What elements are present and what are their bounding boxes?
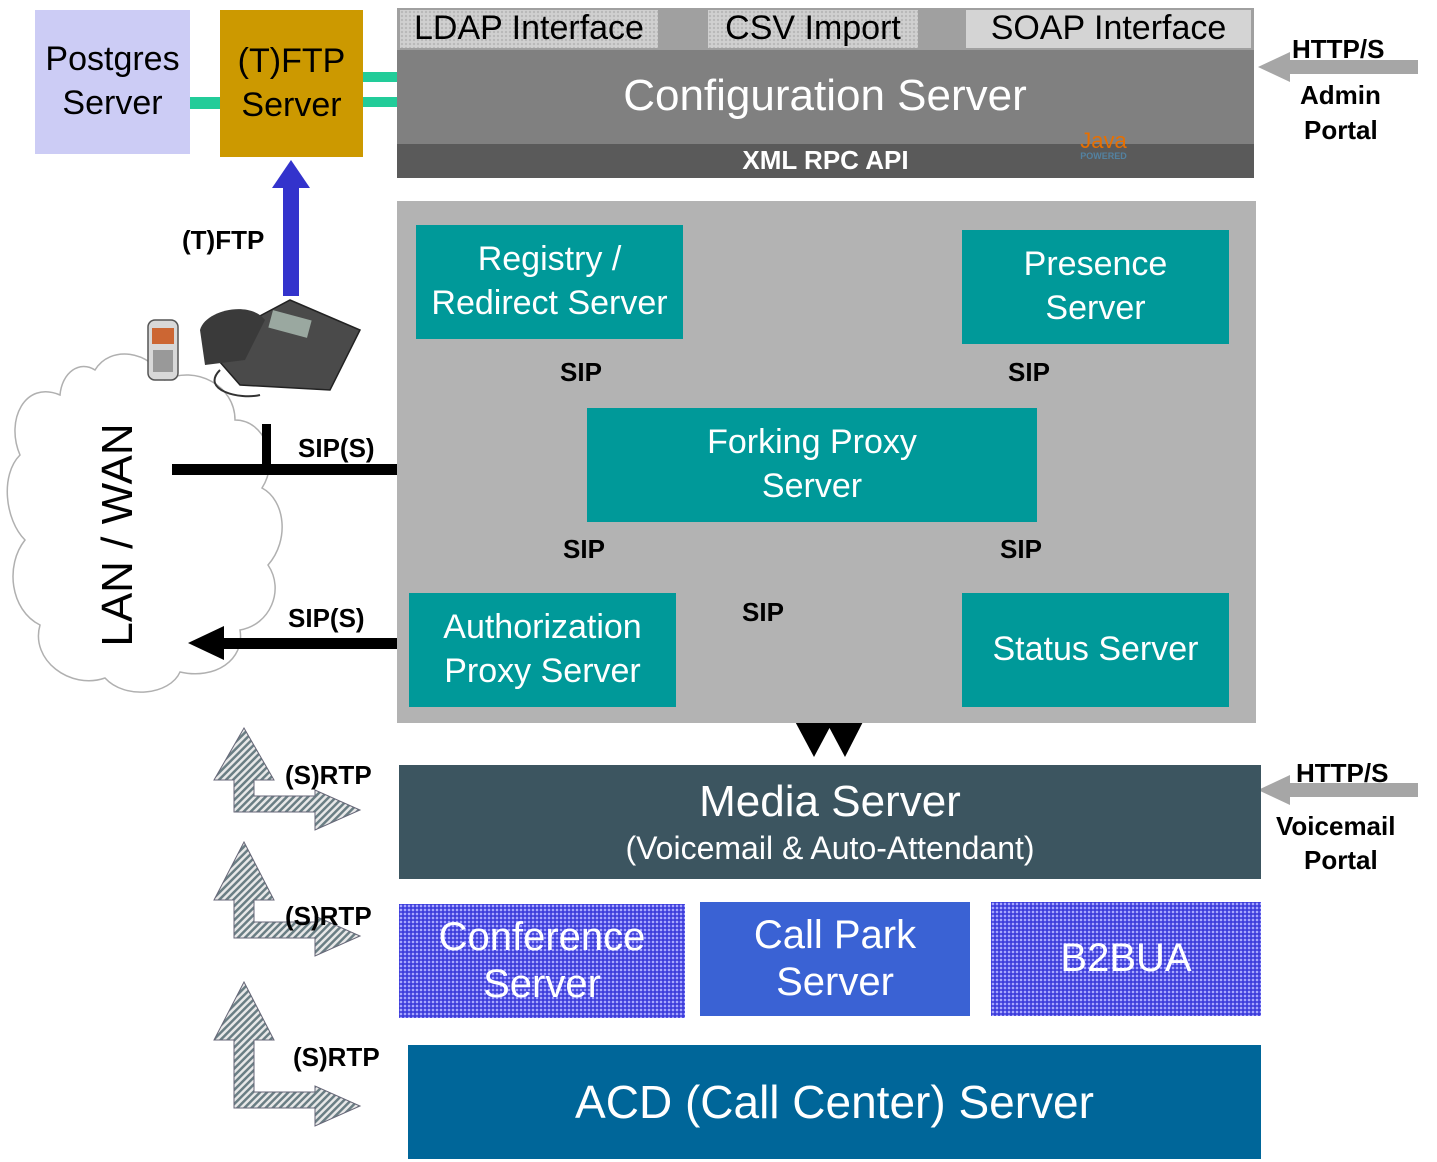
soap-interface-tab: SOAP Interface <box>966 9 1251 48</box>
voicemail-portal-line1: Voicemail <box>1276 811 1396 841</box>
srtp-label-1: (S)RTP <box>285 760 372 790</box>
rtp-arrow-1 <box>213 726 362 831</box>
admin-http-label: HTTP/S <box>1292 34 1385 64</box>
postgres-server-box: Postgres Server <box>35 10 190 154</box>
admin-portal-line2: Portal <box>1304 115 1378 145</box>
ftp-server-box: (T)FTP Server <box>220 10 363 157</box>
csv-import-tab: CSV Import <box>708 9 918 48</box>
lan-wan-label: LAN / WAN <box>93 423 142 647</box>
ldap-interface-tab: LDAP Interface <box>400 9 658 48</box>
media-server-box: Media Server (Voicemail & Auto-Attendant… <box>399 765 1261 879</box>
presence-server-box: Presence Server <box>962 230 1229 344</box>
sip-media-label: SIP <box>742 597 784 627</box>
registry-redirect-server-box: Registry / Redirect Server <box>416 225 683 339</box>
b2bua-box: B2BUA <box>991 902 1261 1016</box>
voicemail-portal-line2: Portal <box>1304 845 1378 875</box>
xml-rpc-api-label: XML RPC API <box>742 145 909 176</box>
call-park-server-box: Call Park Server <box>700 902 970 1016</box>
srtp-label-2: (S)RTP <box>285 901 372 931</box>
xml-rpc-api-bar <box>397 144 1254 178</box>
sips-out-label: SIP(S) <box>288 603 365 633</box>
voicemail-http-label: HTTP/S <box>1296 758 1389 788</box>
postgres-line1: Postgres <box>45 40 180 79</box>
tftp-label: (T)FTP <box>182 225 265 255</box>
authorization-proxy-server-box: Authorization Proxy Server <box>409 593 676 707</box>
desk-phone-icon <box>200 299 362 398</box>
sips-in-label: SIP(S) <box>298 433 375 463</box>
ftp-line1: (T)FTP <box>237 41 346 80</box>
status-server-box: Status Server <box>962 593 1229 707</box>
java-logo-text: Java POWERED <box>1080 127 1127 161</box>
rtp-arrow-3 <box>213 980 362 1127</box>
sip-status-label: SIP <box>1000 534 1042 564</box>
mobile-phone-icon <box>147 319 179 381</box>
media-server-subtitle: (Voicemail & Auto-Attendant) <box>625 830 1035 867</box>
postgres-line2: Server <box>62 84 163 122</box>
acd-server-box: ACD (Call Center) Server <box>408 1045 1261 1159</box>
media-server-title: Media Server <box>699 777 961 827</box>
sip-auth-label: SIP <box>563 534 605 564</box>
sip-presence-label: SIP <box>1008 357 1050 387</box>
sip-registry-label: SIP <box>560 357 602 387</box>
forking-proxy-server-box: Forking Proxy Server <box>587 408 1037 522</box>
conference-server-box: Conference Server <box>399 904 685 1018</box>
rtp-arrow-2 <box>213 840 362 957</box>
admin-portal-line1: Admin <box>1300 80 1381 110</box>
srtp-label-3: (S)RTP <box>293 1042 380 1072</box>
configuration-server-title: Configuration Server <box>623 70 1027 120</box>
ftp-line2: Server <box>241 85 342 124</box>
